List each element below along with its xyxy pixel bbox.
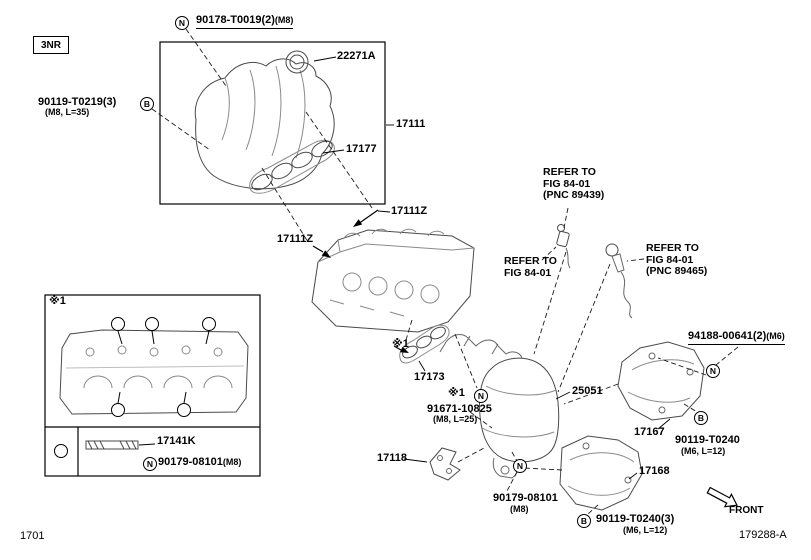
fastener-spec: (M6) — [766, 331, 785, 341]
oxygen-sensor-art — [605, 243, 633, 319]
model-code-box: 3NR — [33, 36, 69, 54]
bolt-marker: B — [140, 97, 154, 111]
footnote-symbol: ※1 — [448, 387, 465, 399]
intake-gasket-art — [249, 139, 335, 194]
fastener-number: 90178-T0019(2) — [196, 14, 275, 26]
bolt-marker: B — [577, 514, 591, 528]
head-inset-art — [59, 329, 249, 415]
fastener-label-94188: 94188-00641(2)(M6) — [688, 330, 785, 345]
intake-manifold-art — [194, 50, 335, 190]
part-label-17141K: 17141K — [157, 435, 196, 447]
bolt-marker: B — [694, 411, 708, 425]
front-label: FRONT — [729, 505, 764, 516]
nut-marker: N — [706, 364, 720, 378]
refer-note-89465: REFER TO FIG 84-01 (PNC 89465) — [646, 242, 708, 277]
detail-boxes — [44, 41, 386, 477]
fastener-label-90119-t0240: 90119-T0240 — [675, 434, 740, 446]
part-label-22271A: 22271A — [337, 50, 376, 62]
nut-marker: N — [175, 16, 189, 30]
nut-marker: N — [143, 457, 157, 471]
fastener-label-90119-t0219: 90119-T0219(3) — [38, 96, 117, 108]
part-label-17118: 17118 — [377, 452, 407, 464]
converter-art — [439, 334, 560, 479]
fastener-number: 90179-08101 — [158, 456, 223, 468]
fastener-spec: (M6, L=12) — [681, 446, 726, 456]
fastener-spec: (M8) — [222, 457, 242, 467]
stud-bolt-art — [85, 440, 139, 450]
refer-note-89439: REFER TO FIG 84-01 (PNC 89439) — [543, 166, 605, 201]
dashed-leader-lines — [151, 28, 739, 515]
part-label-17177: 17177 — [346, 143, 377, 155]
refer-note-mid: REFER TO FIG 84-01 — [504, 255, 557, 279]
fastener-label-90119-t0240-3: 90119-T0240(3) — [596, 513, 675, 525]
front-arrow-icon — [706, 486, 738, 508]
lower-insulator-art — [559, 435, 643, 511]
nut-marker: N — [474, 389, 488, 403]
fastener-label-90179-inset: 90179-08101(M8) — [158, 456, 242, 469]
nut-marker: N — [513, 459, 527, 473]
stud-position-markers — [54, 317, 216, 458]
part-label-17111Z-lower: 17111Z — [277, 233, 314, 245]
fastener-spec: (M8, L=25) — [433, 414, 478, 424]
page-number: 1701 — [20, 530, 45, 542]
part-label-17168: 17168 — [639, 465, 670, 477]
bracket-art — [429, 447, 461, 481]
legend-marker — [54, 444, 68, 458]
part-label-17111Z-upper: 17111Z — [391, 205, 428, 217]
install-arrows — [312, 209, 409, 353]
fastener-label-90178: 90178-T0019(2)(M8) — [196, 14, 294, 29]
part-label-25051: 25051 — [572, 385, 603, 397]
footnote-symbol: ※1 — [392, 338, 409, 350]
fastener-label-90179: 90179-08101 — [493, 492, 558, 504]
upper-insulator-art — [617, 341, 705, 421]
fastener-spec: (M8) — [510, 504, 529, 514]
fastener-spec: (M8, L=35) — [45, 107, 90, 117]
figure-number: 179288-A — [739, 529, 787, 541]
fastener-spec: (M6, L=12) — [623, 525, 668, 535]
part-label-17111: 17111 — [396, 118, 426, 130]
fastener-label-91671: 91671-10825 — [427, 403, 492, 415]
fastener-number: 94188-00641(2) — [688, 330, 767, 342]
footnote-symbol: ※1 — [49, 295, 66, 307]
cylinder-head-art — [311, 228, 475, 333]
label-leader-lines — [138, 56, 671, 480]
throttle-gasket-ring — [285, 50, 309, 74]
fastener-spec: (M8) — [274, 15, 294, 25]
part-label-17167: 17167 — [634, 426, 665, 438]
sensor-art — [556, 224, 571, 269]
exhaust-gasket-art — [399, 324, 450, 364]
part-label-17173: 17173 — [414, 371, 445, 383]
